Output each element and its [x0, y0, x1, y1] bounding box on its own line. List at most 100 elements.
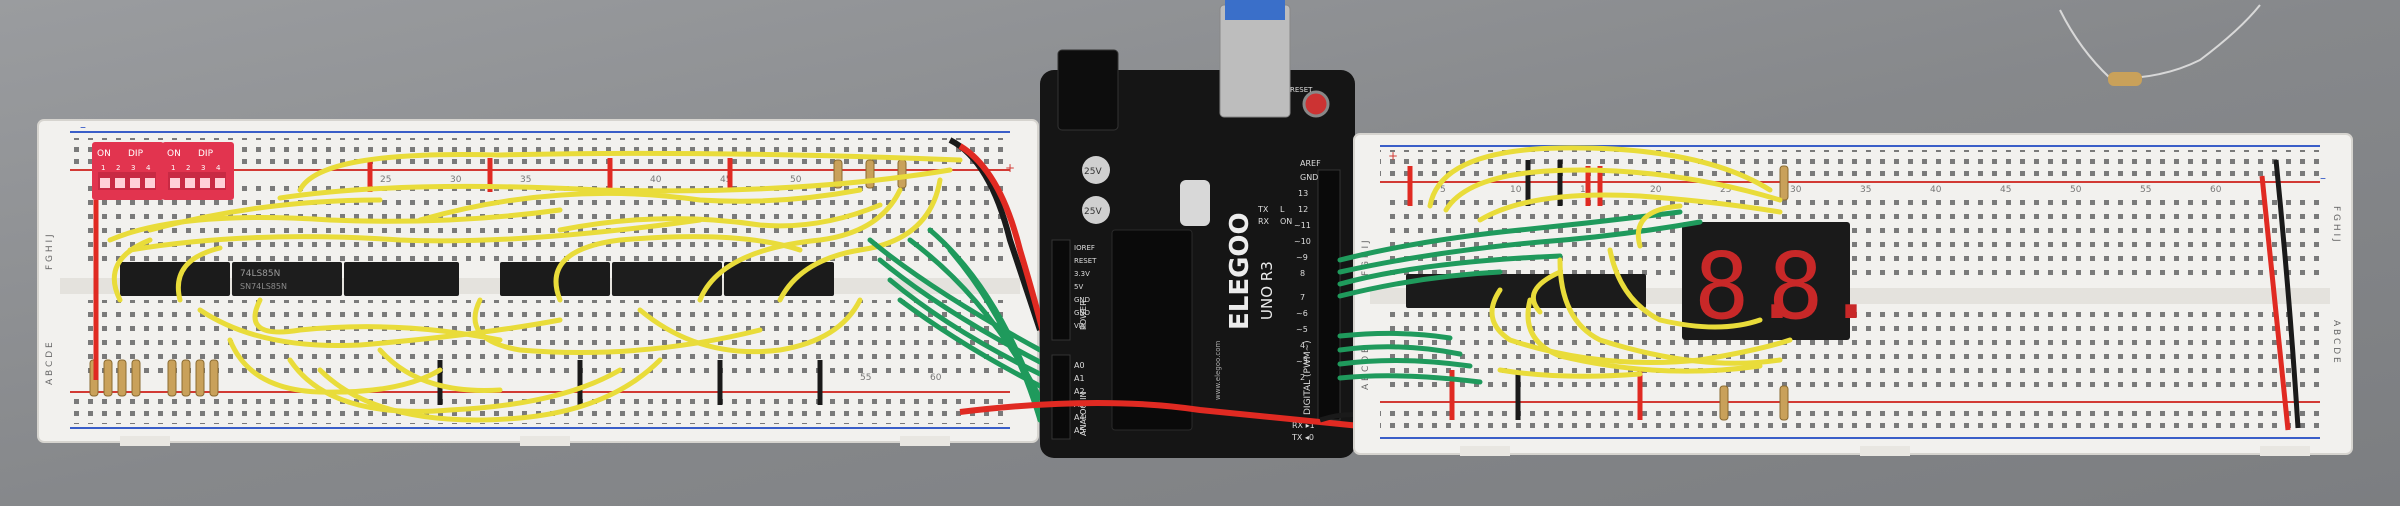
- atmega-chip: [1111, 229, 1193, 431]
- dip-lever[interactable]: [130, 178, 140, 188]
- cap-label: 25V: [1084, 167, 1102, 177]
- analog-label: ANALOG IN: [1079, 392, 1088, 437]
- power-header: [1051, 239, 1071, 341]
- dip-pin: 2: [186, 164, 190, 172]
- dip-switch-1[interactable]: ON DIP 1 2 3 4: [92, 142, 164, 200]
- digital-pin: ~3: [1296, 357, 1308, 366]
- l-label: L: [1280, 205, 1285, 214]
- green-wires-left: [867, 227, 1043, 423]
- arduino-model: UNO R3: [1258, 261, 1276, 320]
- right-row-labels-bottom-left: A B C D E: [1361, 347, 1371, 390]
- dip-lever[interactable]: [115, 178, 125, 188]
- analog-pin: A1: [1074, 374, 1085, 383]
- seven-segment-display: 8. 8.: [1682, 222, 1879, 340]
- col-num: 25: [380, 175, 391, 185]
- power-pin: GND: [1074, 296, 1090, 304]
- digital-header: [1317, 169, 1341, 421]
- col-num: 40: [650, 175, 662, 185]
- digital-pin: 8: [1300, 269, 1305, 278]
- dip-brand-label: DIP: [198, 149, 214, 159]
- loose-resistor: [2059, 4, 2261, 86]
- dip-brand-label: DIP: [128, 149, 144, 159]
- arduino-website: www.elegoo.com: [1214, 340, 1222, 400]
- power-pin: RESET: [1074, 257, 1097, 265]
- power-pin: 3.3V: [1074, 270, 1090, 278]
- dip-pin: 3: [201, 164, 205, 172]
- resistors-right: [1719, 165, 1789, 421]
- analog-pin: A0: [1074, 361, 1085, 370]
- col-num: 55: [2140, 185, 2151, 195]
- red-wire-bottom: [959, 400, 1381, 431]
- green-wires-right: [1337, 209, 1703, 385]
- digital-pin: 13: [1298, 189, 1308, 198]
- digital-pin: 4: [1300, 341, 1305, 350]
- col-num: 60: [2210, 185, 2222, 195]
- dip-pin: 4: [146, 164, 151, 172]
- black-jumpers-left: [437, 360, 823, 405]
- yellow-wires-right: [1427, 145, 1793, 379]
- col-num: 60: [930, 373, 942, 383]
- dip-lever[interactable]: [200, 178, 210, 188]
- col-num: 50: [2070, 185, 2082, 195]
- power-jack: [1057, 49, 1119, 131]
- digital-label: DIGITAL (PWM~): [1303, 340, 1313, 415]
- rx-bottom: RX ▸1: [1292, 421, 1315, 430]
- analog-header: [1051, 354, 1071, 440]
- on-label: ON: [1280, 217, 1292, 226]
- dip-lever[interactable]: [100, 178, 110, 188]
- dip-pin: 3: [131, 164, 135, 172]
- col-num: 40: [1930, 185, 1942, 195]
- ic-chips-left: 74LS85N SN74LS85N: [120, 262, 834, 296]
- dip-pin: 1: [101, 164, 105, 172]
- power-pin: VIN: [1074, 322, 1086, 330]
- power-pin: 5V: [1074, 283, 1083, 291]
- red-wire-power: [958, 143, 1048, 341]
- dip-pin: 2: [116, 164, 120, 172]
- col-num: 25: [1720, 185, 1731, 195]
- digital-pin: ~10: [1294, 237, 1311, 246]
- ic-chip-label: SN74LS85N: [240, 282, 287, 291]
- usb-cable: [1225, 0, 1285, 20]
- rail-plus: +: [1388, 149, 1398, 163]
- gnd-label: GND: [1300, 173, 1318, 182]
- digital-pin: ~5: [1296, 325, 1308, 334]
- ic-chip: [344, 262, 459, 296]
- left-row-labels-top: F G H I J: [45, 234, 55, 270]
- capacitor: [1082, 156, 1110, 184]
- col-num: 55: [860, 373, 871, 383]
- power-label: POWER: [1079, 300, 1088, 330]
- usb-port: [1219, 4, 1291, 118]
- tx-label: TX: [1257, 205, 1269, 214]
- arduino-brand: ELEGOO: [1225, 212, 1255, 330]
- digital-pin: ~6: [1296, 309, 1308, 318]
- col-num: 35: [520, 175, 531, 185]
- dip-pin: 4: [216, 164, 221, 172]
- cap-label: 25V: [1084, 207, 1102, 217]
- power-pin: GND: [1074, 309, 1090, 317]
- dip-lever[interactable]: [185, 178, 195, 188]
- dip-switch-2[interactable]: ON DIP 1 2 3 4: [162, 142, 234, 200]
- dip-lever[interactable]: [215, 178, 225, 188]
- col-num: 30: [1790, 185, 1802, 195]
- digital-pin: 2: [1300, 373, 1305, 382]
- left-row-labels-bottom: A B C D E: [45, 342, 55, 385]
- ic-chip: [232, 262, 342, 296]
- ic-chip: [120, 262, 230, 296]
- tx-rx-bottom: TX ◂0: [1291, 433, 1314, 442]
- dip-on-label: ON: [97, 149, 111, 159]
- right-row-labels-top: F G H I J: [2331, 206, 2341, 242]
- col-num: 30: [450, 175, 462, 185]
- ic-chip-right: [1406, 274, 1646, 308]
- rail-minus: –: [2320, 171, 2326, 185]
- arduino-board: 25V 25V ELEGOO UNO R3 www.elegoo.com DIG…: [1040, 0, 1355, 458]
- ic-chip-label: 74LS85N: [240, 269, 280, 279]
- dip-lever[interactable]: [170, 178, 180, 188]
- col-num: 50: [790, 175, 802, 185]
- col-num: 20: [1650, 185, 1662, 195]
- digital-pin: 7: [1300, 293, 1305, 302]
- left-column-numbers: 25 30 35 40 45 50 55 60: [380, 175, 942, 383]
- dip-lever[interactable]: [145, 178, 155, 188]
- col-num: 35: [1860, 185, 1871, 195]
- reset-button[interactable]: [1302, 90, 1330, 118]
